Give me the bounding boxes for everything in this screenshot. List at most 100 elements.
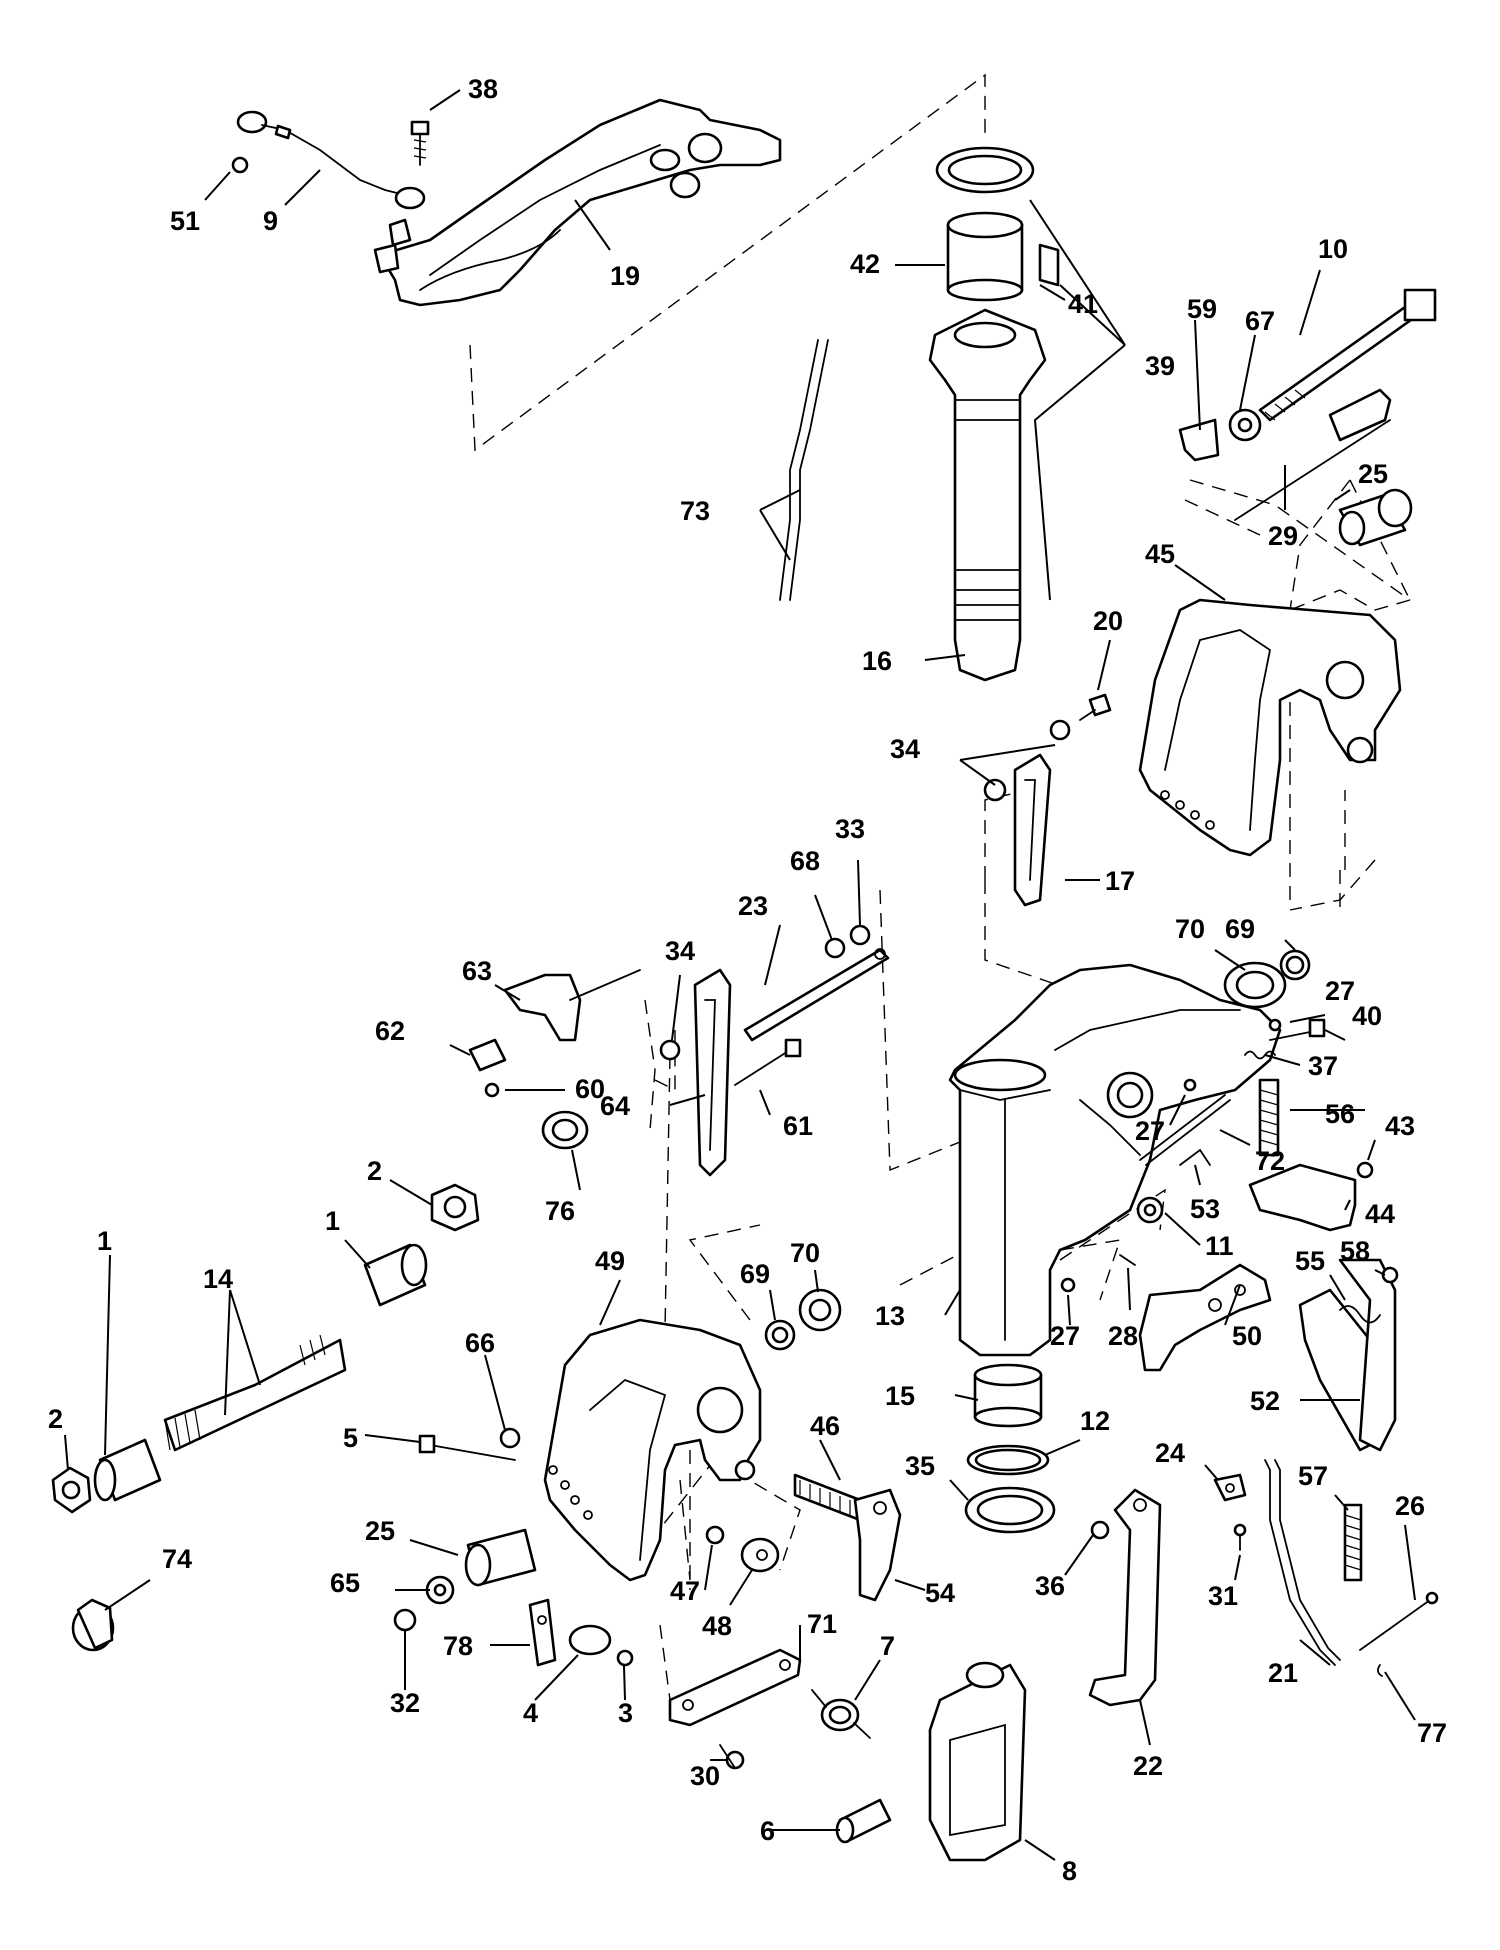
label-68: 68 [790, 846, 820, 876]
pivot-shaft-icon [928, 308, 1047, 682]
label-50: 50 [1232, 1321, 1262, 1351]
rod-73-icon [779, 339, 829, 601]
plate-17-icon [1013, 753, 1052, 907]
disc-4-icon [568, 1624, 612, 1656]
label-2-upper: 2 [367, 1156, 382, 1186]
label-69-upper: 69 [1225, 914, 1255, 944]
bushing-76-icon [541, 1110, 589, 1150]
bushing-70b-icon [798, 1288, 842, 1332]
label-60: 60 [575, 1074, 605, 1104]
label-14: 14 [203, 1264, 233, 1294]
shaft-14-icon [163, 1334, 347, 1452]
label-48: 48 [702, 1611, 732, 1641]
bushing-upper-icon [935, 146, 1035, 194]
label-29: 29 [1268, 521, 1298, 551]
bracket-44-icon [1248, 1163, 1357, 1232]
spring-55-icon [1339, 1305, 1381, 1324]
label-13: 13 [875, 1301, 905, 1331]
label-33: 33 [835, 814, 865, 844]
grease-fitting-27a-icon [1268, 1018, 1282, 1032]
screw-20-icon [1079, 693, 1112, 721]
clip-24-icon [1213, 1473, 1247, 1502]
label-69-lower: 69 [740, 1259, 770, 1289]
label-54: 54 [925, 1578, 955, 1608]
leader-lines [64, 89, 1416, 1861]
steering-arm-icon [373, 98, 782, 307]
label-39: 39 [1145, 351, 1175, 381]
pin-23-icon [743, 948, 890, 1042]
label-70-upper: 70 [1175, 914, 1205, 944]
label-77: 77 [1417, 1718, 1447, 1748]
label-1-upper: 1 [325, 1206, 340, 1236]
label-49: 49 [595, 1246, 625, 1276]
lock-52-icon [1298, 1258, 1397, 1452]
oring-12-icon [966, 1444, 1050, 1476]
bushing-25-lower-icon [464, 1528, 537, 1587]
sleeve-6-icon [835, 1798, 892, 1844]
label-27-c: 27 [1050, 1321, 1080, 1351]
label-31: 31 [1208, 1581, 1238, 1611]
label-16: 16 [862, 646, 892, 676]
label-12: 12 [1080, 1406, 1110, 1436]
label-56: 56 [1325, 1099, 1355, 1129]
label-28: 28 [1108, 1321, 1138, 1351]
label-2-lower: 2 [48, 1404, 63, 1434]
bushing-70-icon [1223, 961, 1287, 1009]
bolt-40-icon [1269, 1018, 1326, 1041]
label-62: 62 [375, 1016, 405, 1046]
label-65: 65 [330, 1568, 360, 1598]
label-6: 6 [760, 1816, 775, 1846]
clamp-bracket-lower-icon [543, 1318, 762, 1582]
label-4: 4 [523, 1698, 538, 1728]
bushing-15-icon [973, 1363, 1043, 1428]
washer-icon [231, 156, 249, 174]
bushing-25-upper-icon [1338, 488, 1413, 547]
rod-21-icon [1264, 1459, 1341, 1666]
label-40: 40 [1352, 1001, 1382, 1031]
label-66: 66 [465, 1328, 495, 1358]
label-59: 59 [1187, 294, 1217, 324]
screw-31-icon [1233, 1523, 1247, 1551]
label-76: 76 [545, 1196, 575, 1226]
washer-69-icon [1279, 949, 1311, 981]
label-3: 3 [618, 1698, 633, 1728]
nut-67-icon [1228, 408, 1262, 442]
washer-36-icon [1090, 1520, 1110, 1540]
screw-60-icon [484, 1082, 500, 1098]
pin-28-icon [1119, 1254, 1136, 1266]
label-71: 71 [807, 1609, 837, 1639]
spring-46-icon [793, 1473, 862, 1522]
nut-66-icon [499, 1427, 521, 1449]
spring-57-icon [1343, 1503, 1363, 1582]
rod-29-icon [1234, 388, 1392, 521]
label-43: 43 [1385, 1111, 1415, 1141]
label-47: 47 [670, 1576, 700, 1606]
label-21: 21 [1268, 1658, 1298, 1688]
nut-3-icon [616, 1649, 634, 1667]
shaft-72-icon [1139, 1094, 1231, 1166]
clip-62-icon [468, 1038, 507, 1072]
nut-2a-icon [430, 1183, 480, 1232]
label-37: 37 [1308, 1051, 1338, 1081]
label-25-upper: 25 [1358, 459, 1388, 489]
label-27-a: 27 [1325, 976, 1355, 1006]
label-20: 20 [1093, 606, 1123, 636]
label-24: 24 [1155, 1438, 1185, 1468]
bolt-5-icon [418, 1434, 516, 1461]
nut-32-icon [393, 1608, 417, 1632]
washer-43-icon [1356, 1161, 1374, 1179]
washer-34b-icon [659, 1039, 681, 1061]
washer-11-icon [1136, 1196, 1164, 1224]
label-8: 8 [1062, 1856, 1077, 1886]
label-32: 32 [390, 1688, 420, 1718]
label-5: 5 [343, 1423, 358, 1453]
washer-34a-icon [983, 719, 1071, 802]
grease-fitting-27b-icon [1183, 1078, 1197, 1092]
label-30: 30 [690, 1761, 720, 1791]
bushing-42-icon [946, 211, 1024, 302]
label-52: 52 [1250, 1386, 1280, 1416]
handle-8-icon [928, 1661, 1027, 1862]
clip-59-icon [1178, 418, 1220, 462]
pin-26-icon [1359, 1591, 1439, 1651]
